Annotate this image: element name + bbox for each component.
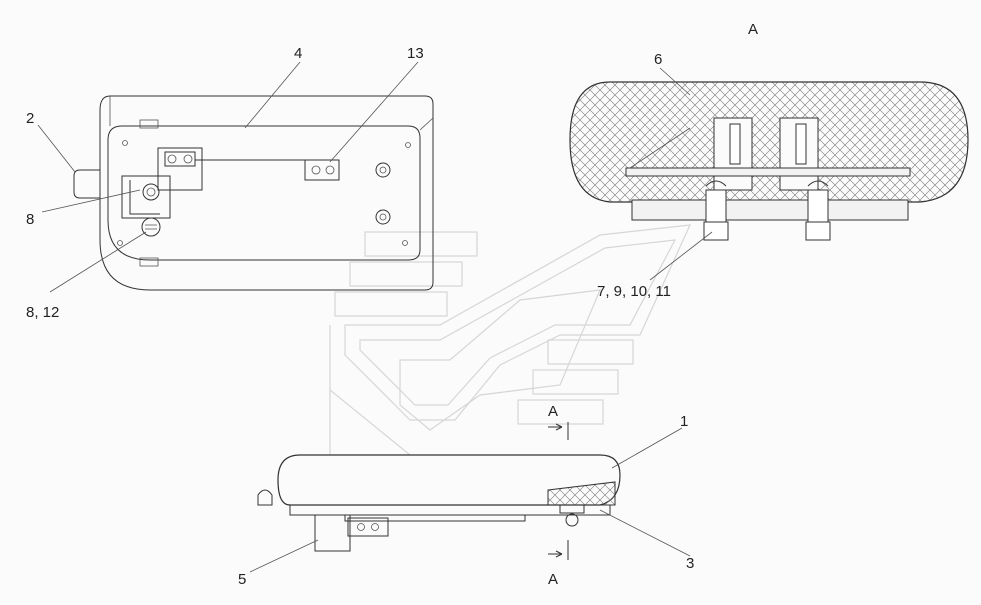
section-view-a [569, 81, 969, 241]
label-part-8: 8 [26, 211, 34, 228]
label-part-7-9-10-11: 7, 9, 10, 11 [597, 283, 671, 300]
leader-lines [37, 61, 713, 573]
label-part-4: 4 [294, 45, 302, 62]
label-part-1: 1 [680, 413, 688, 430]
label-part-3: 3 [686, 555, 694, 572]
label-part-2: 2 [26, 110, 34, 127]
label-part-5: 5 [238, 571, 246, 588]
top-view [73, 95, 434, 291]
label-part-8-12: 8, 12 [26, 304, 59, 321]
section-marker-bottom [548, 540, 569, 560]
view-a-title: A [748, 21, 758, 38]
section-marker-top [548, 422, 569, 440]
watermark-logo [329, 224, 691, 456]
label-part-13: 13 [407, 45, 424, 62]
side-view [257, 454, 621, 552]
label-part-6: 6 [654, 51, 662, 68]
label-section-a-bottom: A [548, 571, 558, 588]
label-section-a-top: A [548, 403, 558, 420]
